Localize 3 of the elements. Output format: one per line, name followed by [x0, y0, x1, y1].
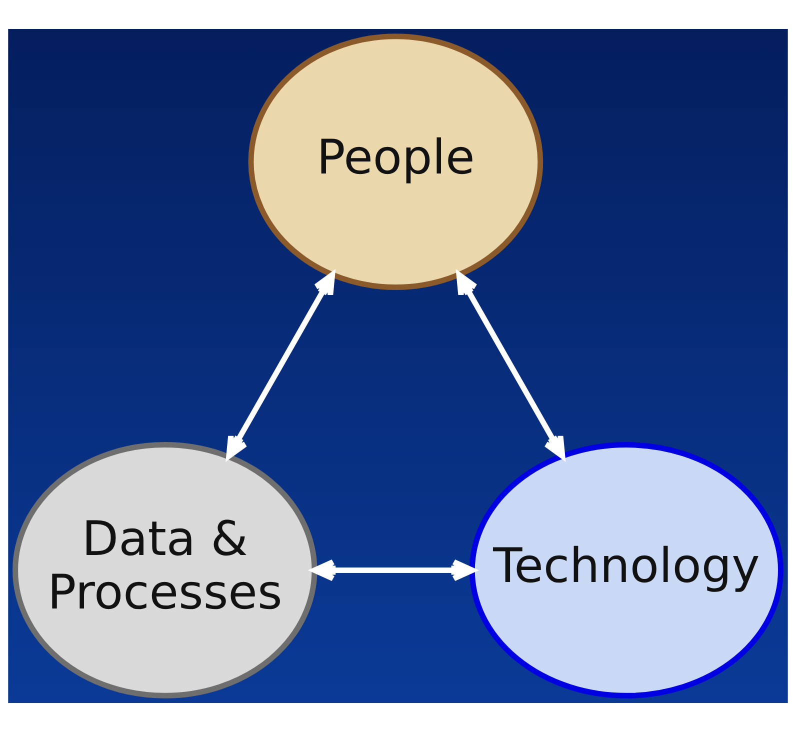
node-ellipse: Data & Processes [12, 442, 318, 698]
node-ellipse: Technology [469, 442, 784, 698]
node-ellipse: People [248, 33, 544, 290]
